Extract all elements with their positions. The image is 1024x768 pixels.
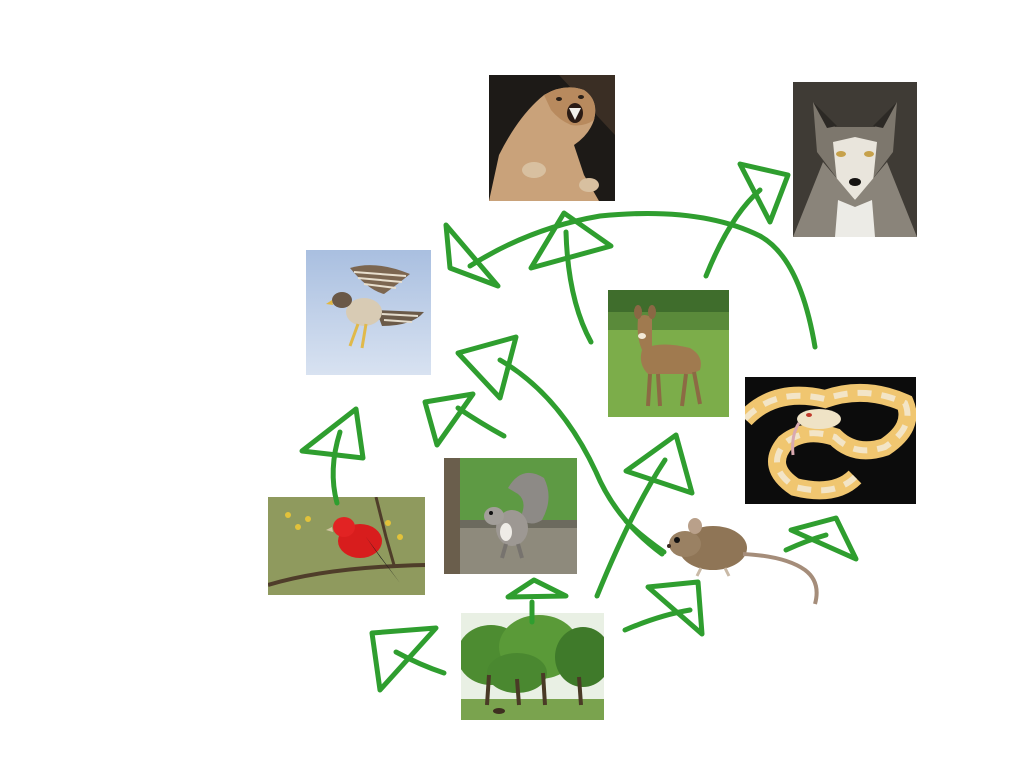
arrow-trees-to-tanager <box>393 649 447 676</box>
hawk-photo <box>306 250 431 375</box>
squirrel-photo <box>444 458 577 574</box>
arrow-mouse-to-snake <box>783 532 829 553</box>
arrowhead-deer-to-wolf <box>737 161 791 225</box>
snake-photo <box>745 377 916 504</box>
arrow-mouse-squirrel-tail <box>623 518 667 555</box>
arrowhead-mouse-to-snake <box>788 515 859 562</box>
oak-trees-photo <box>461 613 604 720</box>
arrow-squirrel-to-hawk <box>455 405 507 439</box>
arrowhead-mouse-to-hawk <box>455 334 519 401</box>
deer-photo <box>608 290 729 417</box>
arrowhead-trees-to-mouse <box>645 579 705 637</box>
arrowhead-deer-to-cougar <box>528 210 614 271</box>
arrow-tanager-to-hawk <box>330 429 343 506</box>
mouse-photo <box>665 516 827 608</box>
wolf-photo <box>793 82 917 237</box>
arrowhead-squirrel-to-hawk <box>422 391 476 448</box>
cougar-photo <box>489 75 615 201</box>
arrowhead-snake-to-cougar <box>443 222 501 289</box>
arrowhead-trees-to-squirrel <box>505 577 569 600</box>
arrow-deer-to-cougar <box>563 229 594 345</box>
arrow-snake-to-cougar <box>467 211 818 350</box>
arrow-trees-to-deer <box>594 457 668 599</box>
arrowhead-trees-to-deer <box>623 432 695 496</box>
arrow-trees-to-mouse <box>622 607 693 633</box>
red-bird-photo <box>268 497 425 595</box>
arrowhead-trees-to-tanager <box>369 625 439 693</box>
arrowhead-tanager-to-hawk <box>299 406 366 461</box>
arrow-mouse-to-hawk <box>497 357 665 557</box>
